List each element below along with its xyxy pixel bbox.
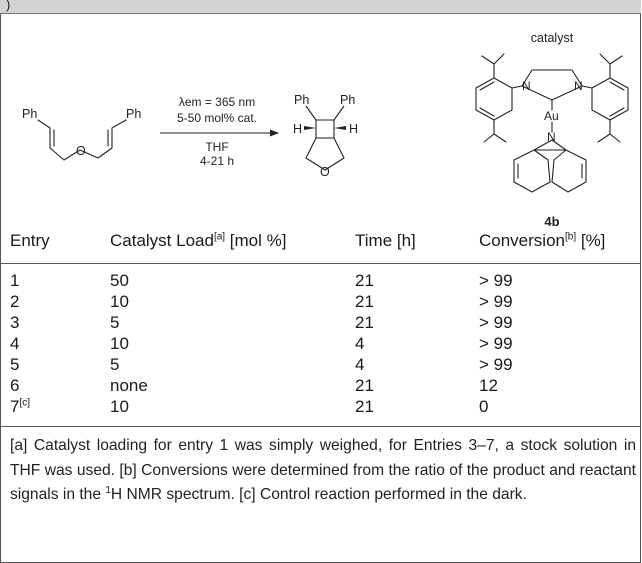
header-catalyst-load-note: [a]	[213, 231, 226, 243]
cell-entry: 1	[10, 271, 20, 290]
cell-time: 21	[355, 397, 374, 416]
cell-time: 21	[355, 376, 374, 395]
header-conversion: Conversion[b] [%]	[479, 231, 605, 251]
condition-wavelength: λem = 365 nm	[179, 95, 255, 109]
product-h-right: H	[349, 122, 358, 136]
cell-time: 4	[355, 355, 365, 374]
cell-load: 10	[110, 397, 129, 416]
cell-conversion: > 99	[479, 313, 513, 332]
product-h-left: H	[293, 122, 302, 136]
catalyst-atom-n-left: N	[522, 79, 531, 93]
header-conversion-unit: [%]	[576, 231, 606, 250]
cell-load: 50	[110, 271, 129, 290]
reactant-ph-right: Ph	[126, 107, 141, 121]
catalyst-atom-n-carbazole: N	[547, 130, 556, 144]
header-catalyst-load-unit: [mol %]	[225, 231, 287, 250]
catalyst-label: catalyst	[531, 31, 574, 45]
cell-entry: 5	[10, 355, 20, 374]
reactant-ph-left: Ph	[22, 107, 37, 121]
cell-conversion: 0	[479, 397, 489, 416]
catalyst-atom-au: Au	[544, 109, 559, 123]
header-rule	[0, 263, 641, 264]
cell-conversion: > 99	[479, 355, 513, 374]
cell-time: 21	[355, 292, 374, 311]
condition-time: 4-21 h	[200, 154, 234, 168]
scheme-header-bar: )	[0, 0, 641, 14]
cell-entry: 7[c]	[10, 397, 30, 417]
header-entry: Entry	[10, 231, 50, 250]
cell-entry: 2	[10, 292, 20, 311]
cell-conversion: 12	[479, 376, 498, 395]
catalyst-atom-n-right: N	[574, 79, 583, 93]
footnote-superscript: 1	[105, 484, 111, 496]
cell-conversion: > 99	[479, 292, 513, 311]
product-oxygen: O	[320, 165, 330, 179]
cell-load: 5	[110, 355, 120, 374]
cell-entry: 6	[10, 376, 20, 395]
footnote-text-a: [a] Catalyst loading for entry 1 was sim…	[10, 437, 636, 503]
footnote-text-b: H NMR spectrum. [c] Control reaction per…	[110, 486, 527, 503]
cell-entry: 3	[10, 313, 20, 332]
cell-time: 21	[355, 271, 374, 290]
header-catalyst-load-text: Catalyst Load	[110, 231, 214, 250]
cell-load: 5	[110, 313, 120, 332]
cell-load: none	[110, 376, 148, 395]
cell-time: 4	[355, 334, 365, 353]
cell-conversion: > 99	[479, 271, 513, 290]
cell-load: 10	[110, 292, 129, 311]
cell-entry-note: [c]	[19, 397, 31, 409]
product-ph-left: Ph	[294, 93, 309, 107]
header-catalyst-load: Catalyst Load[a] [mol %]	[110, 231, 286, 251]
product-ph-right: Ph	[340, 93, 355, 107]
reactant-oxygen: O	[76, 144, 86, 158]
body-end-rule	[0, 426, 641, 427]
cell-entry: 4	[10, 334, 20, 353]
table-footnote: [a] Catalyst loading for entry 1 was sim…	[10, 434, 636, 508]
header-time: Time [h]	[355, 231, 416, 250]
header-conversion-text: Conversion	[479, 231, 565, 250]
cell-load: 10	[110, 334, 129, 353]
catalyst-id: 4b	[544, 214, 559, 229]
header-conversion-note: [b]	[565, 231, 577, 243]
reaction-arrowhead	[270, 129, 279, 137]
scheme-header-label: )	[6, 0, 11, 12]
cell-entry-text: 7	[10, 397, 20, 416]
reaction-scheme: Ph Ph O λem = 365 nm 5-50 mol% cat. THF …	[22, 31, 629, 229]
cell-time: 21	[355, 313, 374, 332]
condition-solvent: THF	[205, 140, 228, 154]
condition-loading: 5-50 mol% cat.	[177, 111, 257, 125]
cell-conversion: > 99	[479, 334, 513, 353]
